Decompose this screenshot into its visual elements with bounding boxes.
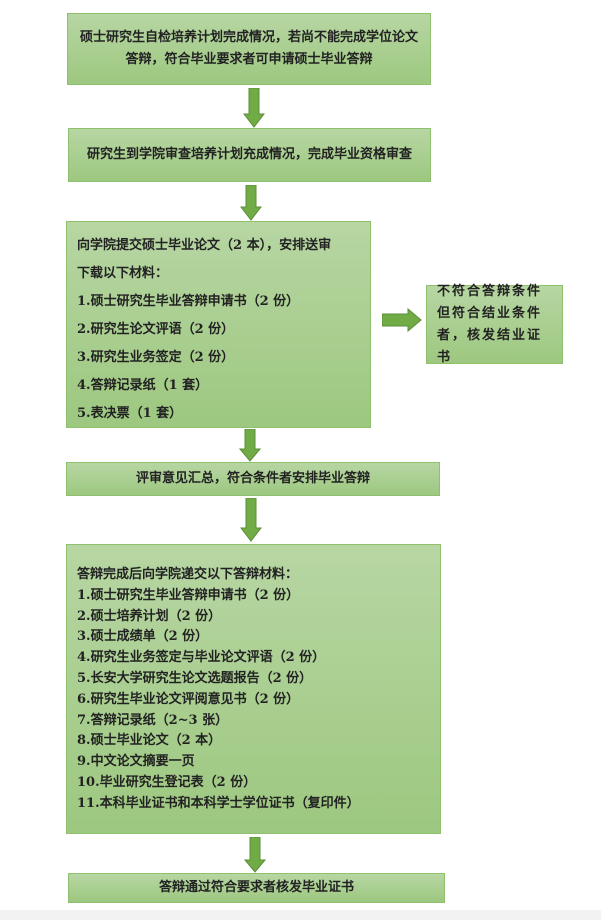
step-5-line: 7.答辩记录纸（2~3 张） (77, 712, 229, 728)
page-bottom-edge (0, 910, 601, 920)
down-arrow-icon (239, 429, 261, 462)
step-5-line: 2.硕士培养计划（2 份） (77, 608, 222, 624)
step-3-line: 下载以下材料： (77, 266, 169, 281)
step-5-box: 答辩完成后向学院递交以下答辩材料： 1.硕士研究生毕业答辩申请书（2 份） 2.… (66, 544, 441, 834)
step-6-box: 答辩通过符合要求者核发毕业证书 (68, 873, 445, 903)
step-3-line: 3.研究生业务签定（2 份） (77, 350, 235, 365)
down-arrow-icon (243, 88, 265, 128)
step-5-line: 5.长安大学研究生论文选题报告（2 份） (77, 670, 313, 686)
step-3-box: 向学院提交硕士毕业论文（2 本），安排送审 下载以下材料： 1.硕士研究生毕业答… (66, 221, 371, 428)
step-2-text: 研究生到学院审查培养计划充成情况，完成毕业资格审查 (86, 147, 412, 162)
step-2-box: 研究生到学院审查培养计划充成情况，完成毕业资格审查 (68, 128, 431, 182)
step-5-line: 3.硕士成绩单（2 份） (77, 629, 209, 645)
step-5-line: 6.研究生毕业论文评阅意见书（2 份） (77, 691, 300, 707)
step-3-line: 向学院提交硕士毕业论文（2 本），安排送审 (77, 238, 332, 253)
step-3-line: 1.硕士研究生毕业答辩申请书（2 份） (77, 294, 300, 309)
step-5-line: 11.本科毕业证书和本科学士学位证书（复印件） (77, 795, 360, 811)
step-5-line: 8.硕士毕业论文（2 本） (77, 733, 222, 749)
side-box: 不符合答辩条件但符合结业条件者，核发结业证书 (426, 284, 563, 365)
right-arrow-icon (382, 308, 422, 332)
step-5-line: 4.研究生业务签定与毕业论文评语（2 份） (77, 650, 326, 666)
side-text: 不符合答辩条件但符合结业条件者，核发结业证书 (437, 283, 543, 365)
step-3-line: 2.研究生论文评语（2 份） (77, 322, 235, 337)
step-5-line: 10.毕业研究生登记表（2 份） (77, 774, 257, 790)
step-5-line: 9.中文论文摘要一页 (77, 754, 195, 770)
step-3-line: 4.答辩记录纸（1 套） (77, 378, 209, 393)
step-1-box: 硕士研究生自检培养计划完成情况，若尚不能完成学位论文答辩，符合毕业要求者可申请硕… (67, 13, 431, 85)
down-arrow-icon (240, 498, 262, 542)
step-3-line: 5.表决票（1 套） (77, 406, 183, 421)
step-5-line: 答辩完成后向学院递交以下答辩材料： (77, 567, 299, 582)
step-5-line: 1.硕士研究生毕业答辩申请书（2 份） (77, 587, 300, 603)
step-6-text: 答辩通过符合要求者核发毕业证书 (158, 880, 354, 895)
down-arrow-icon (244, 837, 266, 873)
step-1-text: 硕士研究生自检培养计划完成情况，若尚不能完成学位论文答辩，符合毕业要求者可申请硕… (80, 30, 419, 67)
down-arrow-icon (240, 185, 262, 221)
step-4-text: 评审意见汇总，符合条件者安排毕业答辩 (135, 471, 370, 486)
step-4-box: 评审意见汇总，符合条件者安排毕业答辩 (66, 462, 440, 496)
